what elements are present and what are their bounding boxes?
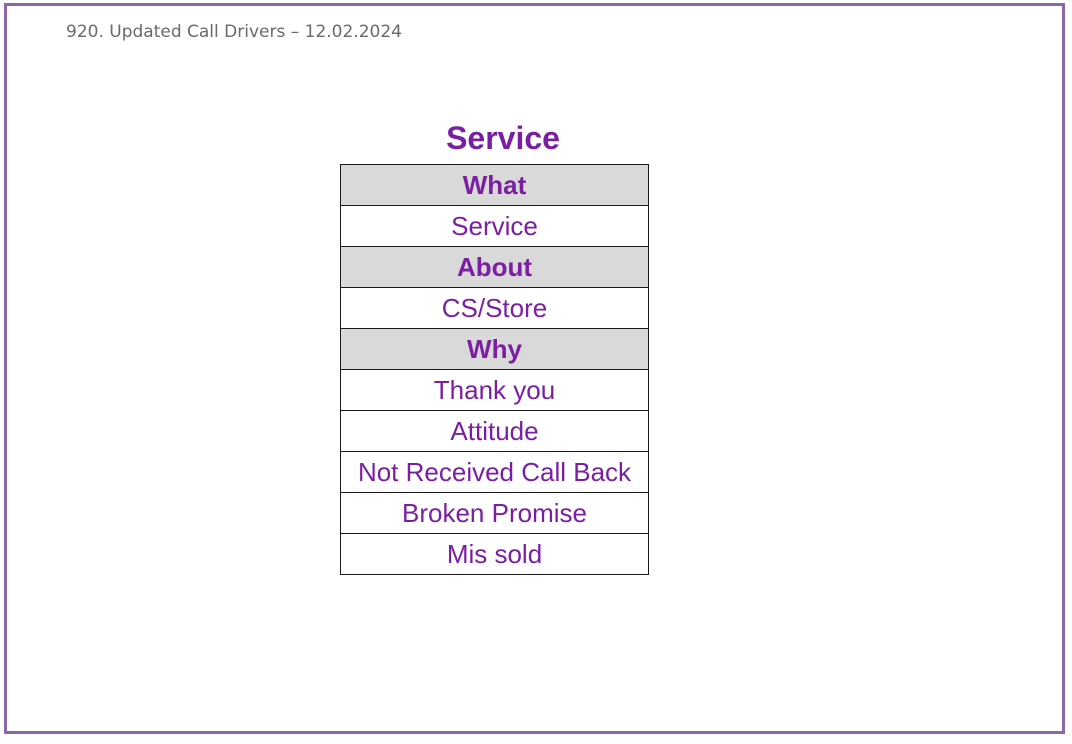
call-driver-table: What Service About CS/Store Why Thank yo… xyxy=(340,164,649,575)
table-cell-value: Service xyxy=(340,205,649,247)
table-row: Mis sold xyxy=(340,533,649,575)
table-row: What xyxy=(340,164,649,206)
table-row: Service xyxy=(340,205,649,247)
section-title: Service xyxy=(446,120,560,156)
table-row: Broken Promise xyxy=(340,492,649,534)
table-row: Why xyxy=(340,328,649,370)
table-row: CS/Store xyxy=(340,287,649,329)
table-cell-value: Thank you xyxy=(340,369,649,411)
table-row: Attitude xyxy=(340,410,649,452)
table-cell-value: CS/Store xyxy=(340,287,649,329)
slide-header: 920. Updated Call Drivers – 12.02.2024 xyxy=(66,22,402,42)
table-cell-value: Attitude xyxy=(340,410,649,452)
table-cell-value: Broken Promise xyxy=(340,492,649,534)
table-cell-value: Mis sold xyxy=(340,533,649,575)
table-row: About xyxy=(340,246,649,288)
table-cell-heading: What xyxy=(340,164,649,206)
table-cell-value: Not Received Call Back xyxy=(340,451,649,493)
table-cell-heading: Why xyxy=(340,328,649,370)
table-row: Not Received Call Back xyxy=(340,451,649,493)
table-row: Thank you xyxy=(340,369,649,411)
table-cell-heading: About xyxy=(340,246,649,288)
